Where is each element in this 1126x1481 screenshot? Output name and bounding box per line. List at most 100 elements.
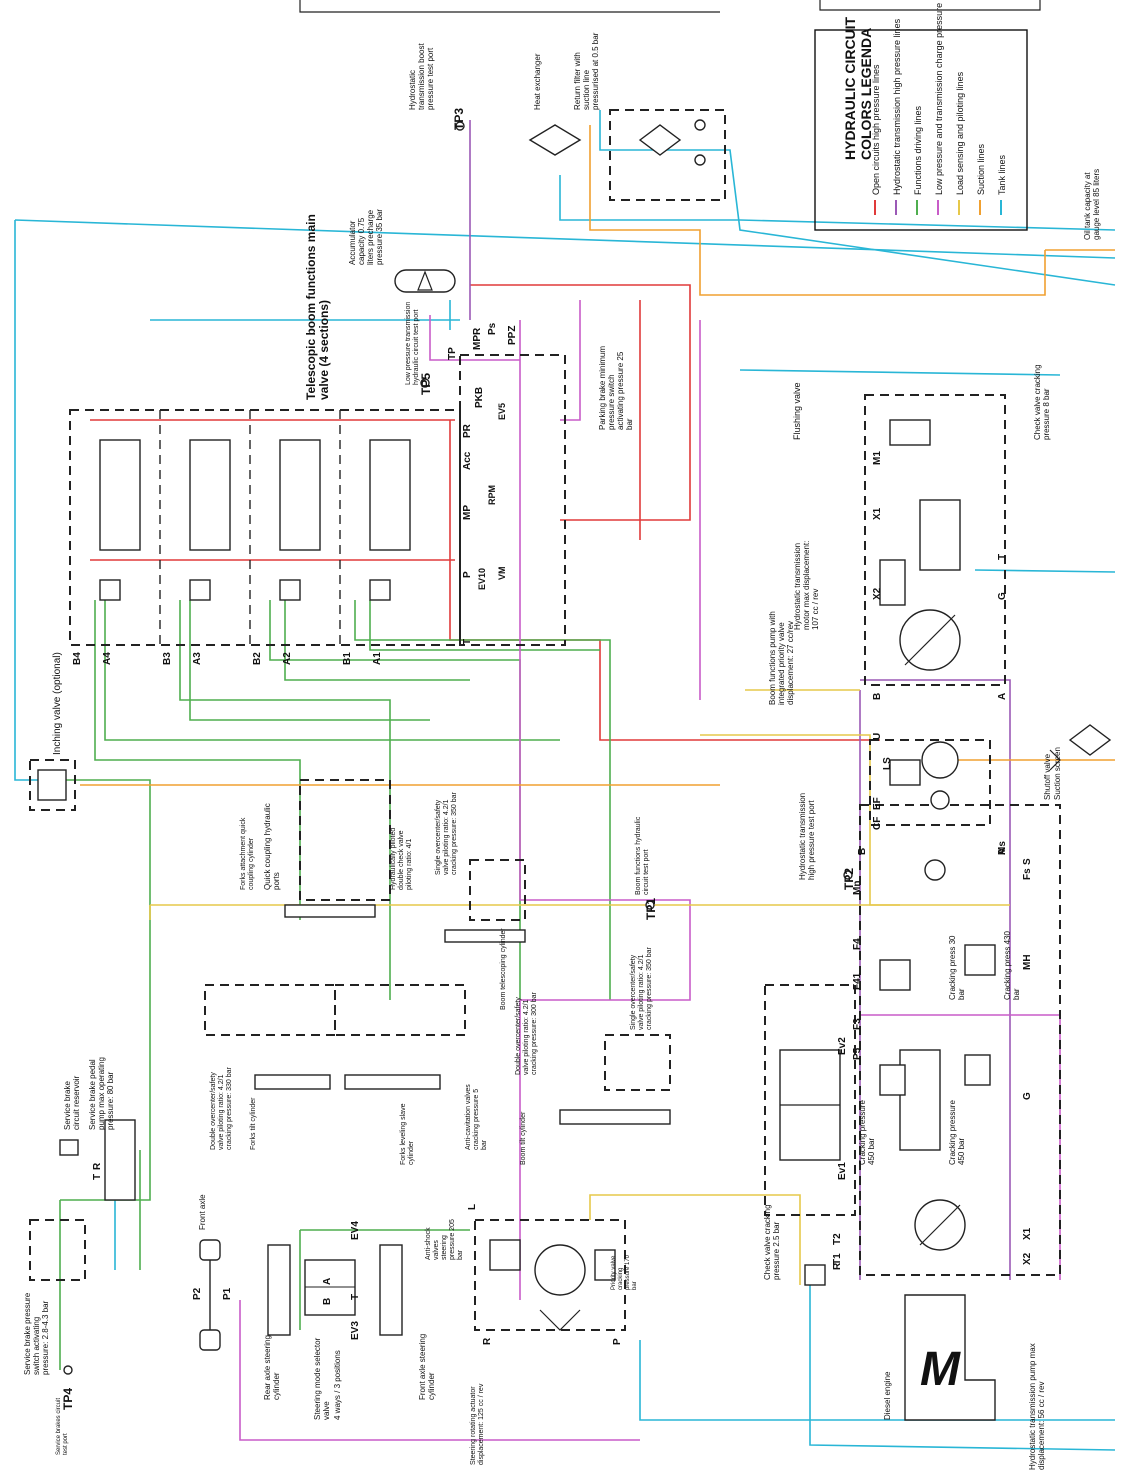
label-fork-tilt: Forks tilt cylinder [250, 1097, 257, 1150]
ev-valve-icon [779, 1049, 841, 1161]
port-brake: R [92, 1162, 103, 1170]
label-tp1-label: Boom functions hydrauliccircuit test por… [635, 816, 650, 895]
tp4-icon [63, 1365, 73, 1375]
label-front-steer: Front axle steeringcylinder [418, 1334, 436, 1400]
tp3-icon [455, 121, 465, 131]
legend-item-label: Tank lines [997, 154, 1007, 195]
boom-pump-box [869, 739, 991, 826]
steering-actuator-icon [489, 1239, 616, 1331]
frame-top [299, 0, 720, 13]
label-boom-pump: Boom functions pump withintegrated prior… [768, 611, 795, 705]
frame-top-right [819, 0, 1041, 11]
main-valve-box [69, 409, 461, 646]
port-tp3: TP3 [452, 108, 466, 130]
port-steer: B [322, 1298, 333, 1305]
port-motor: G [997, 592, 1008, 600]
label-fork-level: Forks leveling slavecylinder [400, 1103, 415, 1165]
single-overcenter-tele-box [469, 859, 526, 921]
port-pump: F41 [852, 972, 863, 990]
port-motor: U [872, 733, 883, 740]
legend-item-label: Load sensing and piloting lines [955, 71, 965, 195]
port-motor: B [872, 693, 883, 700]
return-filter-icon [638, 119, 706, 166]
main-valve-inlet-box [459, 354, 566, 646]
port-motor: X1 [872, 507, 883, 520]
heat-exchanger-icon [528, 124, 582, 156]
port-pump: P5 [852, 1047, 863, 1060]
label-steer-170: Priority valvecrackingpressure 170bar [611, 1254, 638, 1290]
port-main-bottom: Acc [462, 451, 473, 470]
port-sections: A2 [282, 652, 293, 665]
port-main-bottom: PKB [474, 387, 485, 408]
label-crack-450b: Cracking pressure450 bar [948, 1100, 966, 1165]
port-main-bottom: T [462, 639, 473, 645]
label-double-over-300: Double overcenter/safetyvalve piloting r… [515, 991, 538, 1075]
port-tp5: TP5 [419, 373, 433, 395]
brake-switch-box [29, 1219, 86, 1281]
port-pump: Ms [997, 841, 1008, 855]
port-steer: A [322, 1278, 333, 1285]
label-crack-430: Cracking press 430bar [1003, 931, 1021, 1000]
port-pump: X2 [1022, 1252, 1033, 1265]
ev-box [764, 984, 856, 1216]
legend-item-label: Low pressure and transmission charge pre… [934, 0, 944, 195]
port-steer: EV4 [350, 1221, 361, 1240]
ht-pump-icon [879, 790, 996, 1251]
functions-driving-lines [40, 600, 611, 1370]
legend-item-label: Open circuits high pressure lines [871, 64, 881, 195]
port-pump: R [832, 1262, 843, 1270]
label-single-over-350b: Single overcenter/safetyvalve piloting r… [435, 791, 458, 875]
port-sections: B2 [252, 652, 263, 665]
label-low-pressure-tp: Low pressure transmissionhydraulic circu… [405, 302, 420, 385]
front-axle-icon [199, 1239, 221, 1351]
accumulator-icon [394, 269, 456, 293]
port-tp2: TP2 [842, 868, 856, 890]
port-main-top: PPZ [507, 326, 518, 345]
brake-pump-icon [59, 1119, 136, 1201]
port-ev5: EV5 [497, 403, 507, 420]
engine-m-glyph: M [920, 1343, 961, 1396]
port-axle: P2 [192, 1287, 203, 1300]
port-sections: B3 [162, 652, 173, 665]
label-ht-motor: Hydrostatic transmissionmotor max displa… [793, 541, 820, 630]
legend-item-label: Hydrostatic transmission high pressure l… [892, 18, 902, 195]
label-brake-pump: Service brake pedalpump max operatingpre… [88, 1057, 115, 1130]
label-tp4-label: Service brakes circuittest port [56, 1398, 69, 1455]
low-pressure-charge-lines [239, 300, 1061, 1441]
label-boom-tilt: Boom tilt cylinder [520, 1111, 527, 1165]
port-ev10: EV10 [477, 568, 487, 590]
port-main-top: MPR [472, 327, 483, 350]
legend-item-label: Suction lines [976, 143, 986, 195]
port-sections: A1 [372, 652, 383, 665]
port-pump: T2 [832, 1233, 843, 1245]
port-tp4: TP4 [61, 1388, 75, 1410]
ht-pump-box [859, 804, 1061, 1276]
port-motor: M1 [872, 451, 883, 465]
double-overcenter-300-box [334, 984, 466, 1036]
flushing-valve-box [864, 394, 1006, 686]
port-pump: LS [882, 757, 893, 770]
port-sections: B4 [72, 652, 83, 665]
port-main-bottom: PR [462, 423, 473, 438]
quick-coupling-box [299, 779, 391, 901]
label-diesel: Diesel engine [883, 1371, 892, 1420]
port-pump: Ev2 [837, 1037, 848, 1055]
port-pump: Mn [852, 881, 863, 895]
port-pump: Fs [1022, 868, 1033, 880]
label-parking-brake: Parking brake minimumpressure switchacti… [598, 346, 634, 430]
port-pump: A [997, 848, 1008, 855]
port-main-bottom: MP [462, 505, 473, 520]
label-main-valve: Telescopic boom functions mainvalve (4 s… [304, 214, 331, 400]
port-vm: VM [497, 567, 507, 581]
port-steer: L [467, 1204, 478, 1210]
legend-item-label: Functions driving lines [913, 105, 923, 195]
label-heat-exchanger: Heat exchanger [533, 53, 542, 110]
port-pump: F4 [852, 938, 863, 950]
port-steer: R [482, 1337, 493, 1345]
port-pump: G [1022, 1092, 1033, 1100]
return-filter-box [609, 109, 726, 201]
boom-cylinders [254, 904, 671, 1125]
legend: HYDRAULIC CIRCUIT COLORS LEGENDA [814, 16, 1028, 231]
